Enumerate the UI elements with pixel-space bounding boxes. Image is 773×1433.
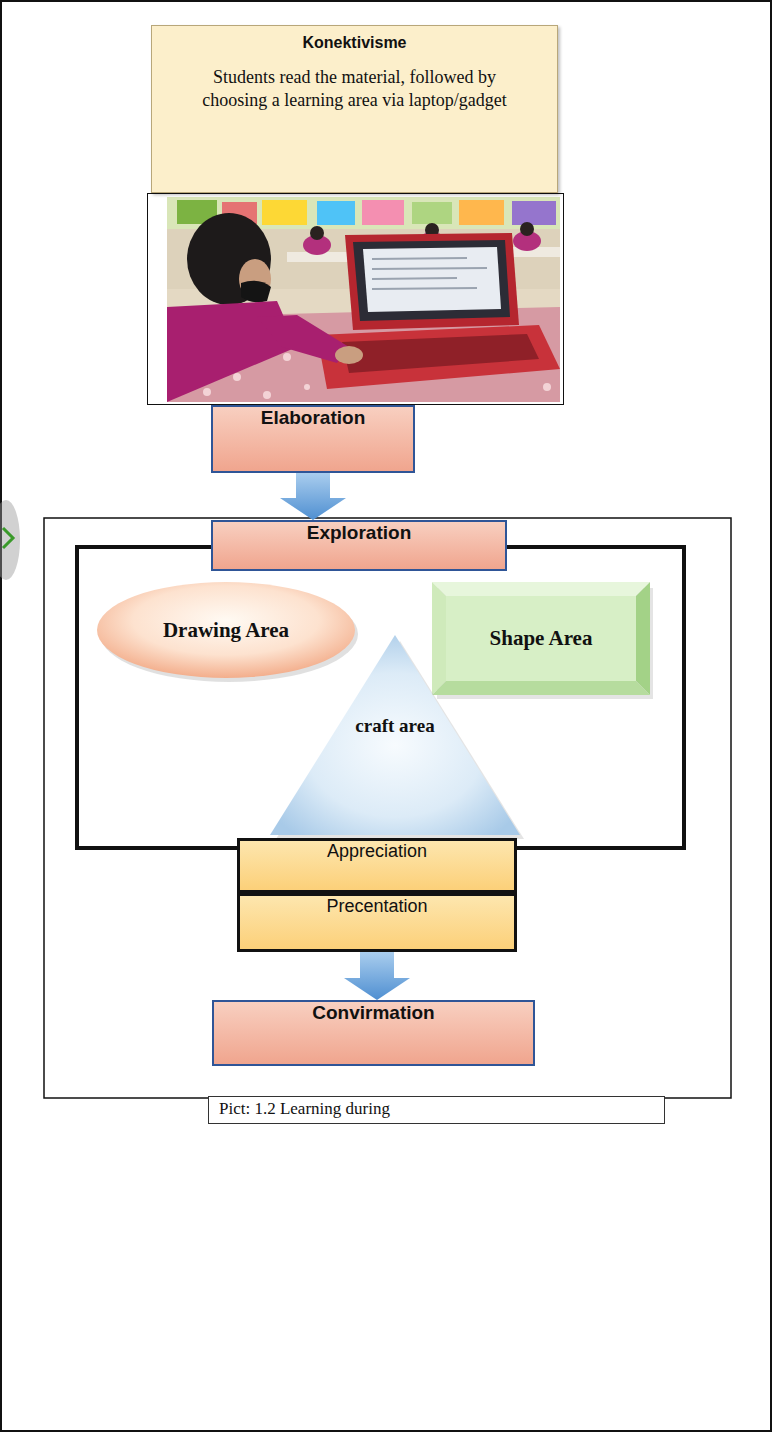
stage-box: Exploration	[211, 520, 507, 571]
stage-box: Convirmation	[212, 1000, 535, 1066]
stage-frame	[44, 518, 731, 1098]
area-bevel: Shape Area	[432, 582, 650, 695]
caption: Pict: 1.2 Learning during	[219, 1099, 390, 1119]
area-ellipse: Drawing Area	[95, 580, 357, 680]
text-holder: Pict: 1.2 Learning during	[209, 1097, 664, 1121]
node-label: Appreciation	[327, 841, 427, 862]
ellipse-outline	[95, 580, 357, 680]
block-arrow	[344, 952, 410, 1000]
node-label: Precentation	[326, 896, 427, 917]
concept-box: KonektivismeStudents read the material, …	[151, 25, 558, 193]
text-holder: Drawing Area	[95, 580, 357, 680]
node-body: Students read the material, followed by …	[188, 66, 521, 111]
area-frame	[77, 547, 684, 848]
text-holder: Exploration	[213, 522, 505, 544]
node-label: Drawing Area	[163, 618, 289, 643]
node-label: Convirmation	[312, 1002, 434, 1024]
block-arrow	[280, 473, 346, 520]
text-holder: Convirmation	[214, 1002, 533, 1024]
triangle-outline	[270, 635, 520, 835]
step-box: Appreciation	[237, 838, 517, 893]
text-holder: Elaboration	[213, 407, 413, 429]
node-label: Elaboration	[261, 407, 366, 429]
node-label: Konektivisme	[302, 34, 406, 52]
stage-box: Elaboration	[211, 405, 415, 473]
text-holder: craft area	[270, 635, 520, 835]
node-label: Shape Area	[490, 626, 593, 651]
bevel-outline	[432, 582, 650, 695]
text-holder: Shape Area	[432, 582, 650, 695]
classroom-photo	[167, 197, 560, 402]
step-box: Precentation	[237, 893, 517, 952]
text-holder: KonektivismeStudents read the material, …	[152, 26, 557, 119]
node-label: Exploration	[307, 522, 412, 544]
area-triangle: craft area	[270, 635, 520, 835]
text-holder: Precentation	[240, 896, 514, 917]
caption-box: Pict: 1.2 Learning during	[208, 1096, 665, 1124]
text-holder: Appreciation	[240, 841, 514, 862]
node-label: craft area	[355, 715, 434, 737]
photo-frame	[148, 194, 564, 405]
side-arrow	[0, 500, 20, 580]
